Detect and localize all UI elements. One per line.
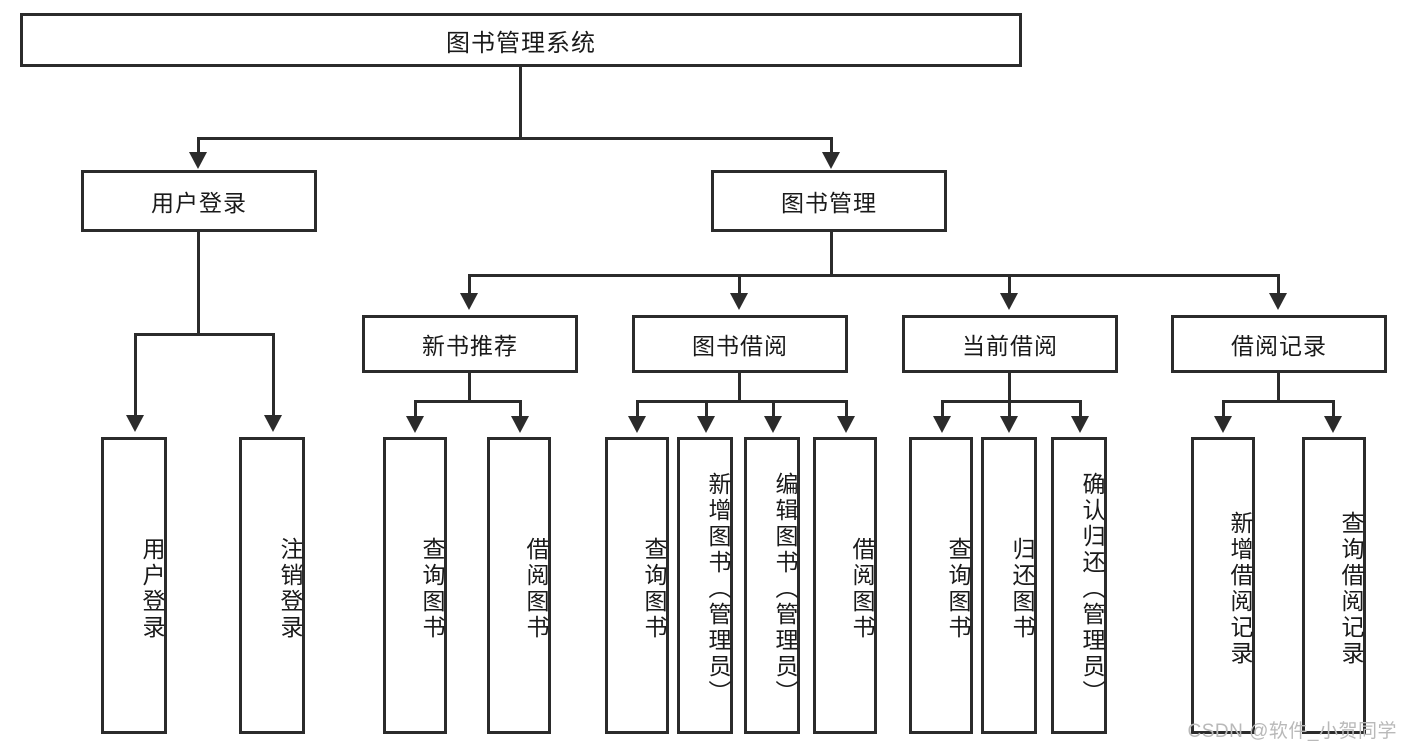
connector-new-book-stem bbox=[468, 373, 471, 403]
arrowhead-new-book bbox=[460, 293, 478, 310]
node-book-borrow[interactable]: 图书借阅 bbox=[632, 315, 848, 373]
node-label: 归还图书 bbox=[1009, 536, 1035, 641]
connector-book-manage-bus bbox=[468, 274, 1280, 277]
node-book-management[interactable]: 图书管理 bbox=[711, 170, 947, 232]
connector-root-bus bbox=[197, 137, 833, 140]
node-label: 图书管理 bbox=[781, 190, 877, 216]
connector-root-stem bbox=[519, 67, 522, 139]
node-label: 查询图书 bbox=[419, 536, 445, 641]
connector-user-login-drop-2 bbox=[272, 333, 275, 417]
leaf-add-book-admin[interactable]: 新增图书（管理员） bbox=[677, 437, 733, 734]
connector-current-borrow-stem bbox=[1008, 373, 1011, 403]
connector-user-login-drop-1 bbox=[134, 333, 137, 417]
connector-current-borrow-bus bbox=[941, 400, 1082, 403]
connector-br-drop-1 bbox=[1222, 400, 1225, 418]
arrowhead-leaf-logout bbox=[264, 415, 282, 432]
node-root-system[interactable]: 图书管理系统 bbox=[20, 13, 1022, 67]
arrowhead-leaf-query-record bbox=[1324, 416, 1342, 433]
leaf-query-book-borrow[interactable]: 查询图书 bbox=[605, 437, 669, 734]
arrowhead-leaf-confirm-return bbox=[1071, 416, 1089, 433]
node-label: 注销登录 bbox=[277, 536, 303, 641]
connector-user-login-bus bbox=[134, 333, 275, 336]
leaf-borrow-book-borrow[interactable]: 借阅图书 bbox=[813, 437, 877, 734]
connector-l3-drop-4 bbox=[1277, 274, 1280, 296]
node-label: 新书推荐 bbox=[422, 333, 518, 359]
arrowhead-leaf-query-book-2 bbox=[628, 416, 646, 433]
leaf-return-book[interactable]: 归还图书 bbox=[981, 437, 1037, 734]
leaf-logout[interactable]: 注销登录 bbox=[239, 437, 305, 734]
leaf-query-book-current[interactable]: 查询图书 bbox=[909, 437, 973, 734]
arrowhead-leaf-return-book bbox=[1000, 416, 1018, 433]
leaf-edit-book-admin[interactable]: 编辑图书（管理员） bbox=[744, 437, 800, 734]
connector-l3-drop-1 bbox=[468, 274, 471, 296]
arrowhead-leaf-borrow-book-2 bbox=[837, 416, 855, 433]
connector-borrow-record-stem bbox=[1277, 373, 1280, 403]
arrowhead-leaf-add-book bbox=[697, 416, 715, 433]
connector-bb-drop-1 bbox=[636, 400, 639, 418]
connector-new-book-bus bbox=[414, 400, 522, 403]
connector-l3-drop-3 bbox=[1008, 274, 1011, 296]
arrowhead-borrow-record bbox=[1269, 293, 1287, 310]
node-current-borrow[interactable]: 当前借阅 bbox=[902, 315, 1118, 373]
connector-to-user-login bbox=[197, 137, 200, 155]
connector-cb-drop-3 bbox=[1079, 400, 1082, 418]
connector-book-manage-stem bbox=[830, 232, 833, 277]
node-label: 借阅图书 bbox=[523, 536, 549, 641]
leaf-user-login[interactable]: 用户登录 bbox=[101, 437, 167, 734]
node-label: 新增图书（管理员） bbox=[705, 471, 731, 706]
node-label: 编辑图书（管理员） bbox=[772, 471, 798, 706]
node-label: 新增借阅记录 bbox=[1227, 510, 1253, 667]
node-label: 当前借阅 bbox=[962, 333, 1058, 359]
node-label: 查询图书 bbox=[945, 536, 971, 641]
leaf-query-book-new[interactable]: 查询图书 bbox=[383, 437, 447, 734]
connector-book-borrow-bus bbox=[636, 400, 848, 403]
node-label: 用户登录 bbox=[139, 536, 165, 641]
node-label: 查询图书 bbox=[641, 536, 667, 641]
node-label: 借阅记录 bbox=[1231, 333, 1327, 359]
node-label: 借阅图书 bbox=[849, 536, 875, 641]
connector-br-drop-2 bbox=[1332, 400, 1335, 418]
connector-bb-drop-3 bbox=[772, 400, 775, 418]
arrowhead-current-borrow bbox=[1000, 293, 1018, 310]
leaf-borrow-book-new[interactable]: 借阅图书 bbox=[487, 437, 551, 734]
connector-book-borrow-stem bbox=[738, 373, 741, 403]
connector-cb-drop-1 bbox=[941, 400, 944, 418]
leaf-add-borrow-record[interactable]: 新增借阅记录 bbox=[1191, 437, 1255, 734]
connector-user-login-stem bbox=[197, 232, 200, 336]
arrowhead-leaf-user-login bbox=[126, 415, 144, 432]
node-label: 图书管理系统 bbox=[446, 29, 596, 57]
leaf-query-borrow-record[interactable]: 查询借阅记录 bbox=[1302, 437, 1366, 734]
arrowhead-leaf-add-record bbox=[1214, 416, 1232, 433]
connector-new-book-drop-1 bbox=[414, 400, 417, 418]
node-borrow-record[interactable]: 借阅记录 bbox=[1171, 315, 1387, 373]
arrowhead-leaf-edit-book bbox=[764, 416, 782, 433]
arrowhead-user-login bbox=[189, 152, 207, 169]
connector-bb-drop-2 bbox=[705, 400, 708, 418]
leaf-confirm-return-admin[interactable]: 确认归还（管理员） bbox=[1051, 437, 1107, 734]
connector-bb-drop-4 bbox=[845, 400, 848, 418]
node-label: 确认归还（管理员） bbox=[1079, 471, 1105, 706]
connector-cb-drop-2 bbox=[1008, 400, 1011, 418]
arrowhead-leaf-borrow-book-1 bbox=[511, 416, 529, 433]
node-label: 用户登录 bbox=[151, 190, 247, 216]
arrowhead-book-borrow bbox=[730, 293, 748, 310]
connector-to-book-manage bbox=[830, 137, 833, 155]
node-user-login[interactable]: 用户登录 bbox=[81, 170, 317, 232]
arrowhead-leaf-query-book-3 bbox=[933, 416, 951, 433]
node-new-book-recommend[interactable]: 新书推荐 bbox=[362, 315, 578, 373]
connector-borrow-record-bus bbox=[1222, 400, 1335, 403]
arrowhead-book-manage bbox=[822, 152, 840, 169]
node-label: 查询借阅记录 bbox=[1338, 510, 1364, 667]
connector-new-book-drop-2 bbox=[519, 400, 522, 418]
arrowhead-leaf-query-book-1 bbox=[406, 416, 424, 433]
csdn-watermark: CSDN @软件_小贺同学 bbox=[1187, 721, 1397, 742]
connector-l3-drop-2 bbox=[738, 274, 741, 296]
node-label: 图书借阅 bbox=[692, 333, 788, 359]
